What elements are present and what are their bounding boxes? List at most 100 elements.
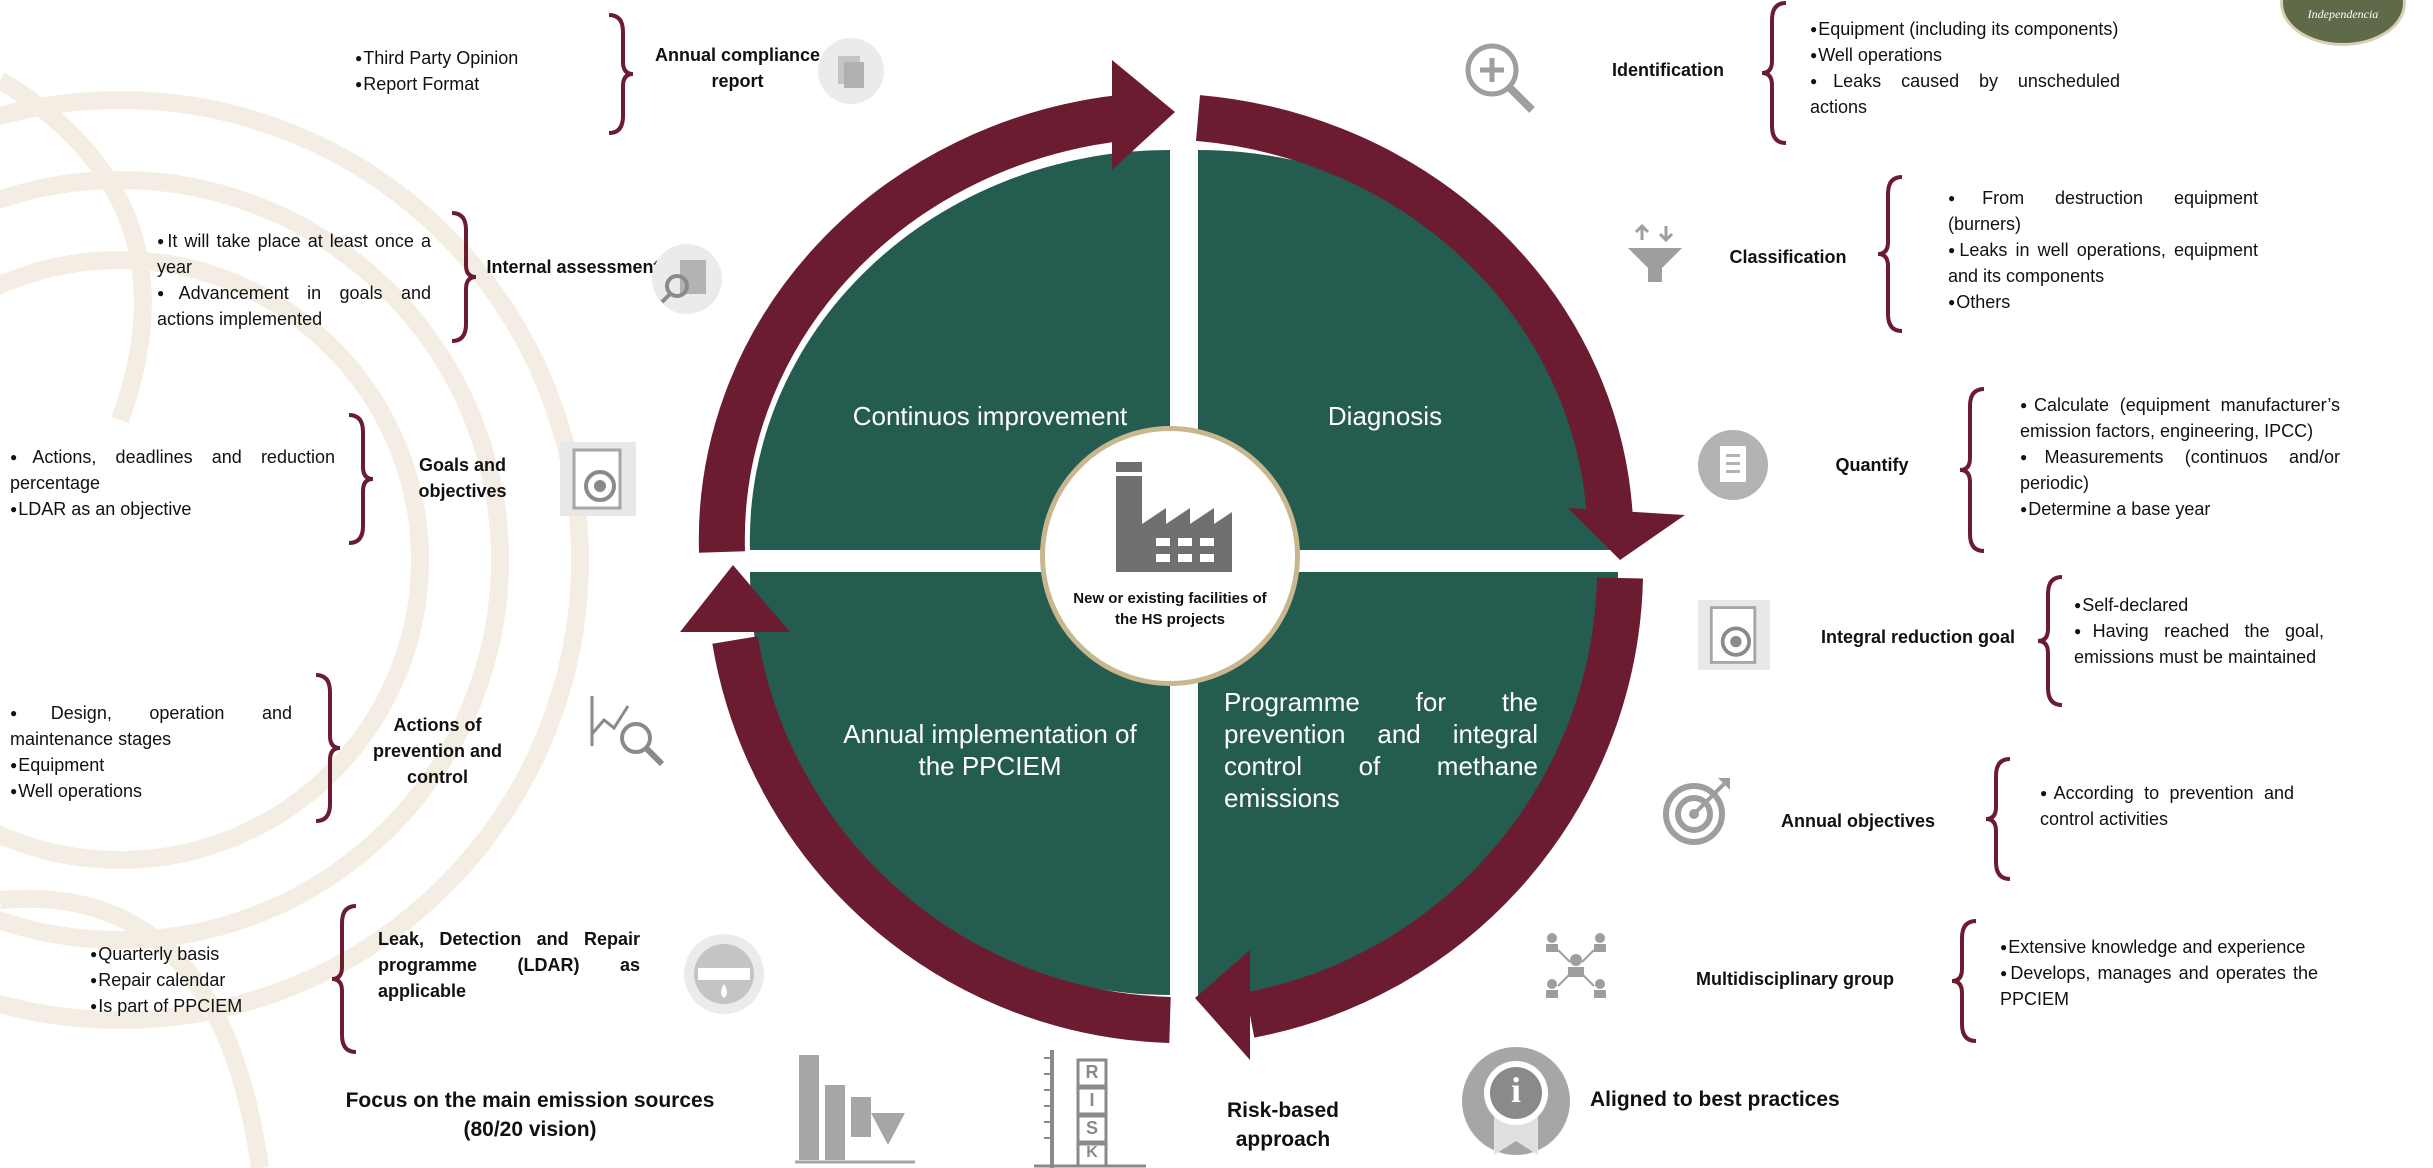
goals-target-icon — [1698, 600, 1770, 670]
bullets-identification: Equipment (including its components) Wel… — [1810, 16, 2120, 120]
arrowhead-top-left — [1112, 60, 1175, 170]
list-item: Leaks caused by unscheduled actions — [1810, 68, 2120, 120]
list-item: Equipment (including its components) — [1810, 16, 2120, 42]
brace — [1985, 757, 2011, 881]
risk-letter-k: K — [1086, 1144, 1098, 1161]
label-actions-prevention: Actions of prevention and control — [372, 715, 502, 787]
list-item: Advancement in goals and actions impleme… — [157, 280, 431, 332]
center-label: New or existing facilities of the HS pro… — [1073, 590, 1267, 628]
label-annual-compliance: Annual compliance report — [654, 45, 821, 91]
brace — [331, 904, 357, 1054]
quadrant-top-right — [1198, 149, 1619, 550]
list-item: Quarterly basis — [90, 941, 290, 967]
list-item: Others — [1948, 289, 2258, 315]
info-badge-icon — [1462, 1047, 1570, 1155]
bullets-multidisciplinary-group: Extensive knowledge and experience Devel… — [2000, 934, 2318, 1012]
risk-letter-r: R — [1085, 1062, 1099, 1082]
target-arrow-icon — [1663, 778, 1730, 845]
arrowhead-bottom-left — [680, 565, 790, 632]
arrowhead-bottom-right — [1195, 950, 1250, 1060]
label-focus-main-sources: Focus on the main emission sources (80/2… — [345, 1089, 715, 1141]
list-item: Determine a base year — [2020, 496, 2340, 522]
list-item: LDAR as an objective — [10, 496, 335, 522]
brace — [608, 13, 634, 135]
list-item: Equipment — [10, 752, 292, 778]
arc-bottom-left — [712, 636, 1171, 1043]
label-ldar: Leak, Detection and Repair programme (LD… — [378, 929, 640, 1001]
list-item: Repair calendar — [90, 967, 290, 993]
quadrant-label-programme: Programme for the prevention and integra… — [1224, 687, 1538, 813]
list-item: It will take place at least once a year — [157, 228, 431, 280]
clipboard-list-icon — [1698, 430, 1768, 500]
list-item: Extensive knowledge and experience — [2000, 934, 2318, 960]
brace — [1959, 387, 1985, 553]
brace — [1951, 919, 1977, 1043]
factory-icon — [1116, 462, 1232, 572]
list-item: Calculate (equipment manufacturer’s emis… — [2020, 392, 2340, 444]
arc-top-left — [698, 95, 1123, 553]
bullets-annual-objectives: According to prevention and control acti… — [2040, 780, 2294, 832]
bullets-ldar: Quarterly basis Repair calendar Is part … — [90, 941, 290, 1019]
label-multidisciplinary-group: Multidisciplinary group — [1695, 969, 1894, 989]
quadrant-bottom-right — [1198, 572, 1619, 995]
list-item: Develops, manages and operates the PPCIE… — [2000, 960, 2318, 1012]
arc-top-right — [1195, 95, 1633, 522]
label-classification: Classification — [1729, 247, 1847, 267]
arc-bottom-right — [1245, 577, 1643, 1038]
bullets-actions-prevention: Design, operation and maintenance stages… — [10, 700, 292, 804]
arrowhead-top-right — [1568, 508, 1685, 560]
quadrant-top-left — [749, 149, 1170, 550]
brace — [2037, 575, 2063, 707]
quadrant-label-continuous-improvement: Continuos improvement — [852, 401, 1128, 431]
brace — [1877, 175, 1903, 333]
list-item: Having reached the goal, emissions must … — [2074, 618, 2324, 670]
label-quantify: Quantify — [1835, 455, 1909, 475]
assessment-icon — [652, 244, 722, 314]
bullets-classification: From destruction equipment (burners) Lea… — [1948, 185, 2258, 315]
goals-target-icon — [560, 442, 636, 516]
list-item: Well operations — [1810, 42, 2120, 68]
brace — [315, 673, 341, 823]
label-identification: Identification — [1612, 60, 1724, 80]
label-annual-objectives: Annual objectives — [1780, 811, 1936, 831]
bullets-internal-assessment: It will take place at least once a year … — [157, 228, 431, 332]
label-risk-based-approach: Risk-based approach — [1226, 1099, 1340, 1151]
brace — [1761, 1, 1787, 145]
list-item: Actions, deadlines and reduction percent… — [10, 444, 335, 496]
risk-letter-i: I — [1089, 1090, 1095, 1110]
bullets-integral-reduction-goal: Self-declared Having reached the goal, e… — [2074, 592, 2324, 670]
brace — [348, 413, 374, 545]
quadrant-label-annual-implementation: Annual implementation of the PPCIEM — [843, 719, 1137, 781]
label-integral-reduction-goal: Integral reduction goal — [1820, 627, 2016, 647]
list-item: According to prevention and control acti… — [2040, 780, 2294, 832]
bullets-quantify: Calculate (equipment manufacturer’s emis… — [2020, 392, 2340, 522]
pipe-leak-icon — [684, 934, 764, 1014]
quadrant-label-diagnosis: Diagnosis — [1327, 401, 1443, 431]
label-goals-objectives: Goals and objectives — [418, 455, 507, 501]
emblem-text: Independencia — [2307, 7, 2379, 21]
list-item: Measurements (continuos and/or periodic) — [2020, 444, 2340, 496]
bullets-annual-compliance: Third Party Opinion Report Format — [355, 45, 555, 97]
list-item: Design, operation and maintenance stages — [10, 700, 292, 752]
bar-chart-down-icon — [795, 1055, 915, 1164]
chart-magnifier-icon — [590, 696, 665, 767]
list-item: Well operations — [10, 778, 292, 804]
people-network-icon — [1546, 933, 1606, 998]
funnel-icon — [1628, 223, 1682, 282]
list-item: Third Party Opinion — [355, 45, 555, 71]
label-internal-assessment: Internal assessment — [486, 257, 660, 277]
list-item: Report Format — [355, 71, 555, 97]
magnifier-plus-icon — [1465, 43, 1535, 113]
list-item: Self-declared — [2074, 592, 2324, 618]
list-item: Leaks in well operations, equipment and … — [1948, 237, 2258, 289]
risk-letter-s: S — [1085, 1118, 1098, 1138]
document-icon — [818, 38, 884, 104]
label-aligned-best-practices: Aligned to best practices — [1590, 1088, 1840, 1111]
list-item: Is part of PPCIEM — [90, 993, 290, 1019]
info-badge-letter: i — [1510, 1070, 1521, 1110]
brace — [451, 211, 477, 343]
risk-ruler-icon — [1034, 1050, 1146, 1168]
quadrant-bottom-left — [749, 572, 1170, 995]
list-item: From destruction equipment (burners) — [1948, 185, 2258, 237]
